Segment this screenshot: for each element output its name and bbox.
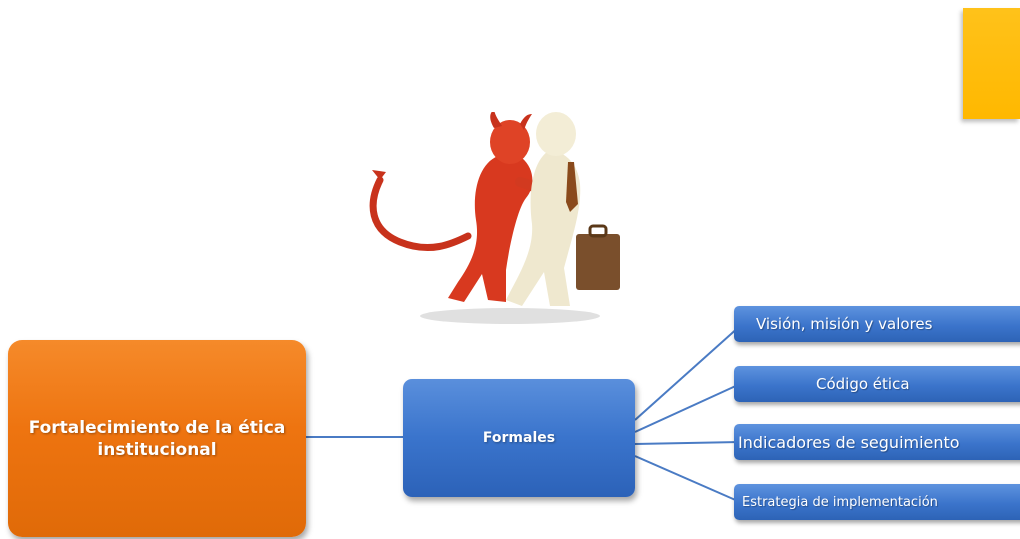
leaf-node-estrategia: Estrategia de implementación	[734, 484, 1020, 520]
leaf-node-vision: Visión, misión y valores	[734, 306, 1020, 342]
devil-tail-tip	[372, 170, 386, 180]
devil-businessman-illustration	[369, 112, 620, 324]
devil-tail	[369, 176, 472, 252]
devil-body	[448, 156, 533, 302]
connector-branch-leaf-3	[634, 441, 741, 445]
leaf-node-label: Código ética	[816, 375, 910, 393]
leaf-node-label: Estrategia de implementación	[742, 494, 938, 510]
devil-horn-right	[520, 114, 532, 130]
businessman-head	[536, 112, 576, 156]
connector-branch-leaf-2	[634, 383, 741, 433]
leaf-node-label: Visión, misión y valores	[756, 315, 933, 333]
leaf-node-label: Indicadores de seguimiento	[738, 432, 960, 452]
briefcase	[576, 234, 620, 290]
briefcase-handle	[588, 224, 608, 238]
branch-node-formales: Formales	[403, 379, 635, 497]
devil-horn-left	[490, 112, 502, 128]
connector-branch-leaf-1	[634, 325, 741, 421]
root-node-label: Fortalecimiento de la ética instituciona…	[28, 417, 286, 460]
ground-shadow	[420, 308, 600, 324]
connector-branch-leaf-4	[634, 455, 741, 503]
businessman-body	[506, 150, 581, 306]
root-node: Fortalecimiento de la ética instituciona…	[8, 340, 306, 537]
branch-node-label: Formales	[482, 430, 556, 446]
corner-accent-square	[963, 8, 1020, 119]
leaf-node-codigo: Código ética	[734, 366, 1020, 402]
devil-head	[490, 120, 530, 164]
businessman-tie	[566, 162, 578, 212]
leaf-node-indicadores: Indicadores de seguimiento	[734, 424, 1020, 460]
